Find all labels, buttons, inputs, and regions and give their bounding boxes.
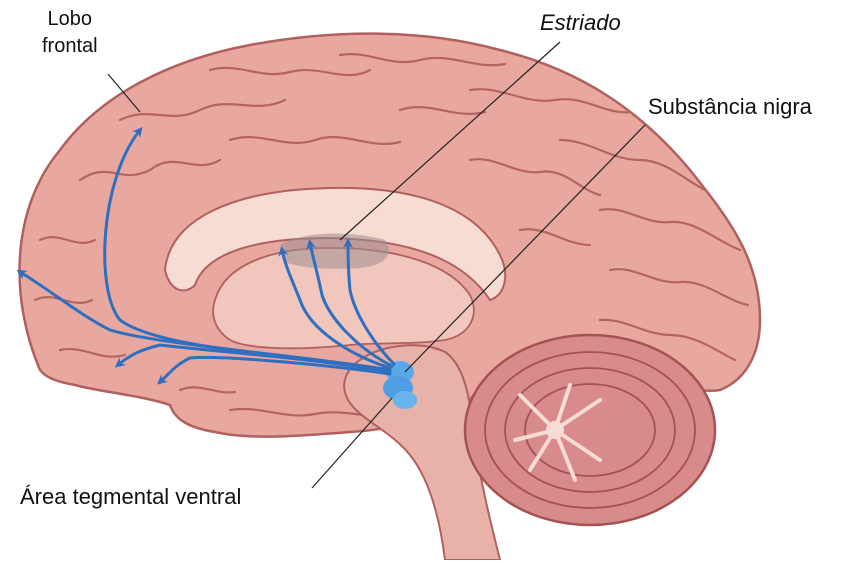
label-lobo-frontal-line2: frontal	[42, 33, 98, 60]
label-substancia-nigra: Substância nigra	[648, 94, 812, 120]
label-lobo-frontal: Lobo frontal	[42, 6, 98, 60]
label-area-tegmental-ventral: Área tegmental ventral	[20, 484, 241, 510]
label-estriado: Estriado	[540, 10, 621, 36]
label-lobo-frontal-line1: Lobo	[42, 6, 98, 33]
cerebellum	[465, 335, 715, 525]
striatum	[280, 234, 389, 269]
